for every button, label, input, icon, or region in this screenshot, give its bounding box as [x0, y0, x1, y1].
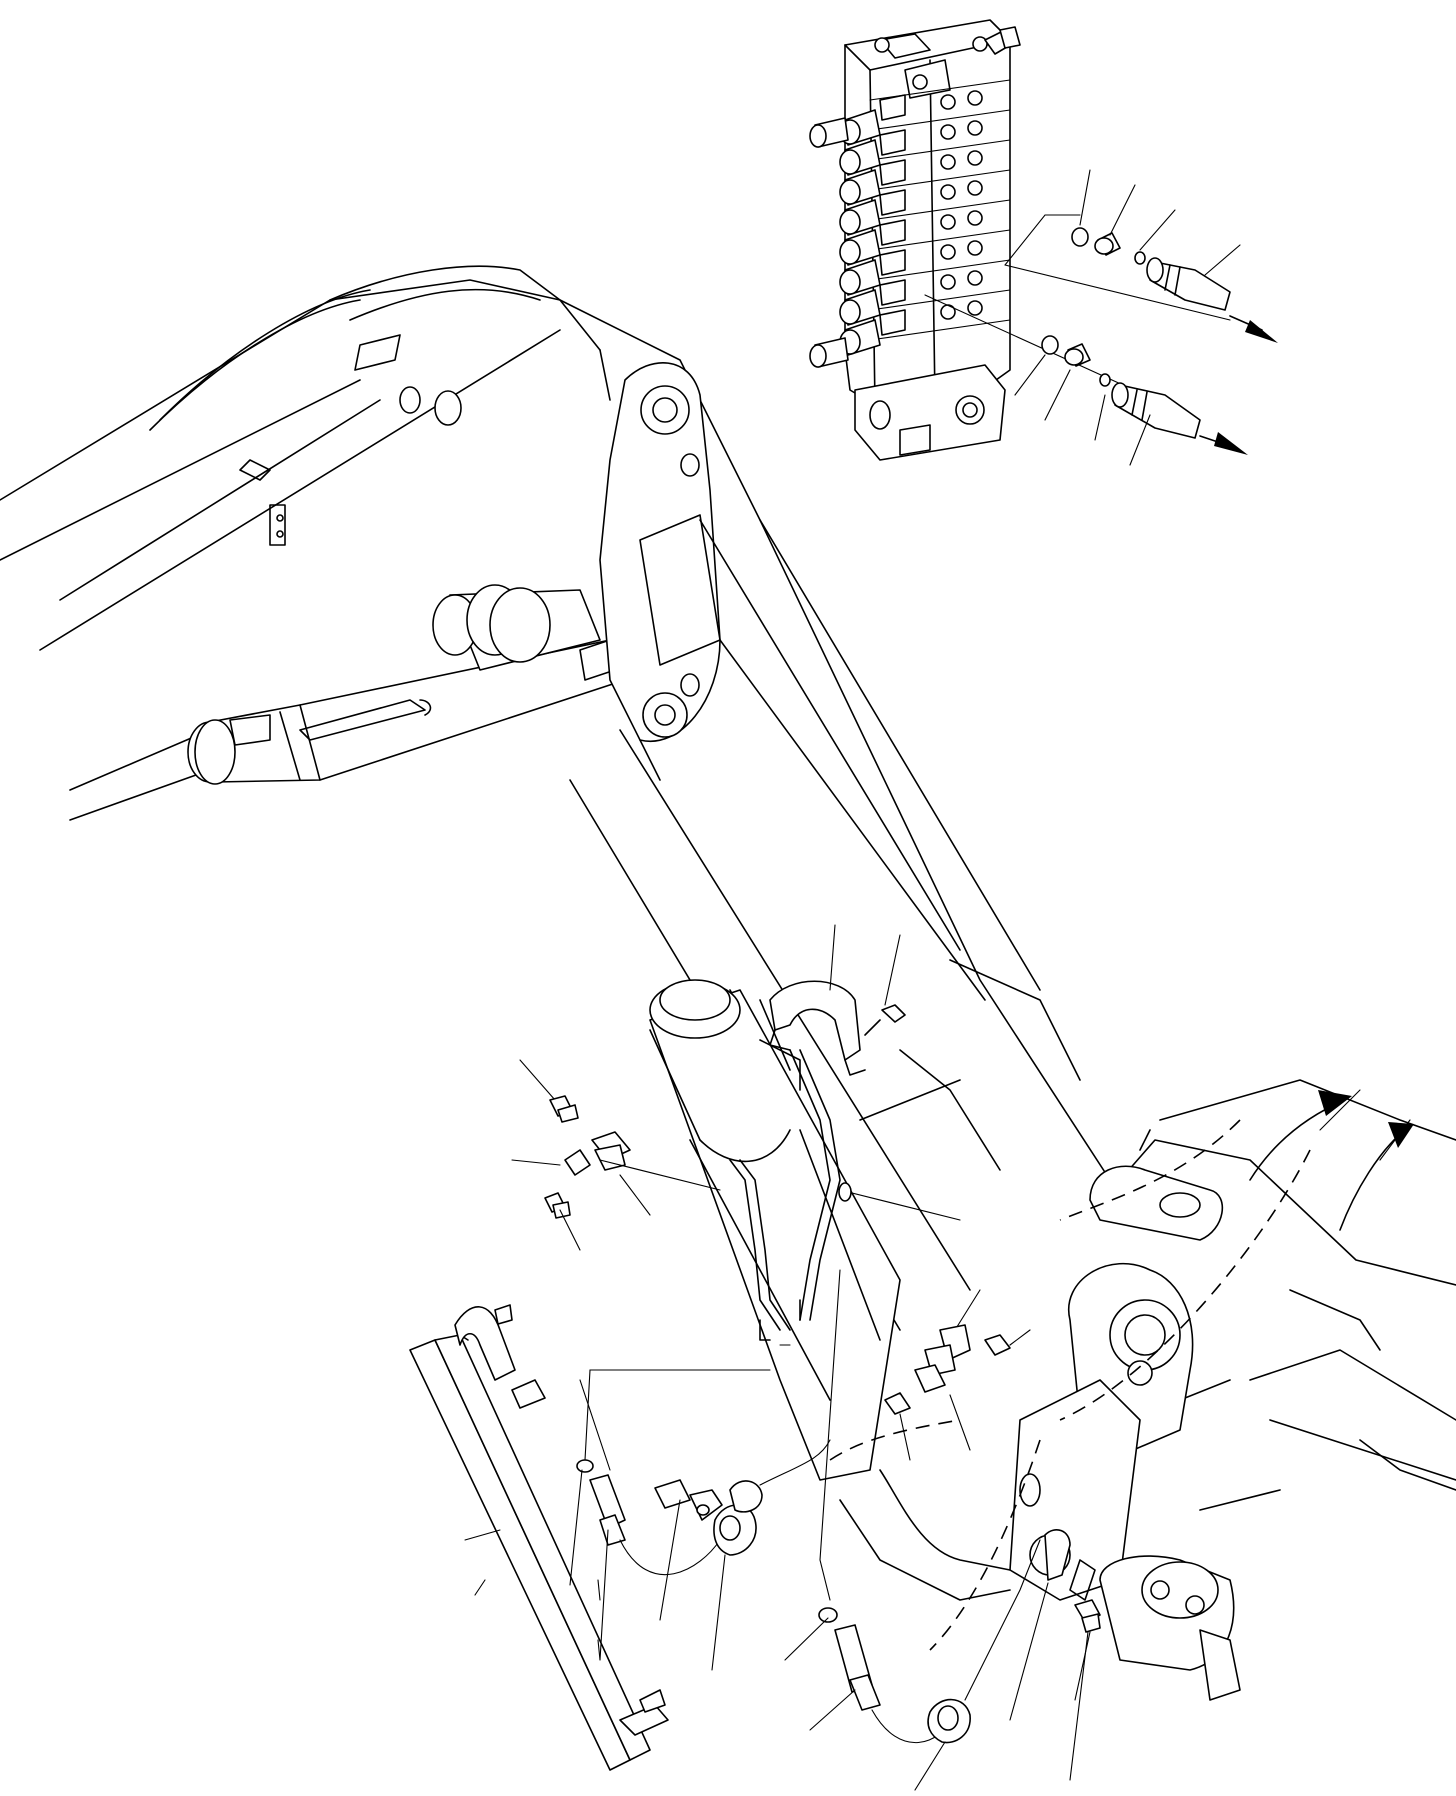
upper-structure-base [840, 1080, 1456, 1700]
arm-assembly [0, 266, 600, 650]
hose-cover-channel [410, 1305, 668, 1770]
pipe-clamp-upper [770, 981, 905, 1075]
clamp-bolt-group-right [885, 1290, 1030, 1460]
swing-direction-arrows [1250, 1090, 1414, 1230]
boom-cylinder [650, 980, 900, 1480]
pipe-lines [730, 1050, 960, 1345]
hose-assembly-left [577, 1370, 830, 1575]
callout-leader-lines [475, 170, 1240, 1790]
valve-coupler-exploded-upper [1005, 215, 1278, 343]
valve-coupler-exploded-lower [925, 295, 1248, 455]
arm-cylinder [70, 585, 625, 820]
valve-spool-sections [810, 80, 1010, 367]
clamp-bolt-group-left [512, 1060, 720, 1250]
hose-assembly-right [819, 1270, 1100, 1743]
control-valve-assembly [810, 20, 1020, 460]
swing-path-dashed [830, 1120, 1310, 1650]
